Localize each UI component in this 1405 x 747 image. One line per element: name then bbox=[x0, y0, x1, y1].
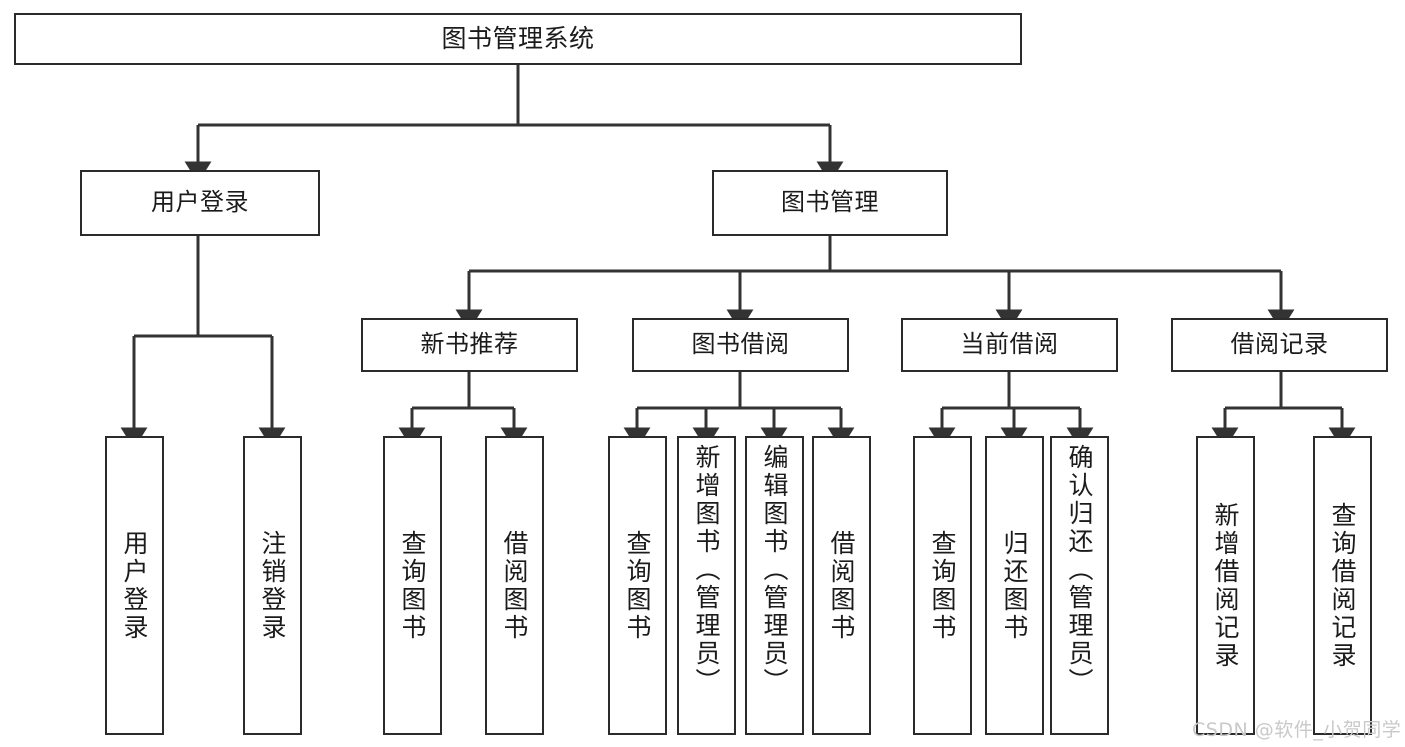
node-label: 编辑图书（管理员） bbox=[760, 444, 789, 696]
node-label: 借阅图书 bbox=[827, 529, 856, 642]
node-user-login[interactable]: 用户登录 bbox=[80, 170, 320, 236]
node-leaf-add-book[interactable]: 新增图书（管理员） bbox=[677, 436, 736, 735]
csdn-watermark: CSDN @软件_小贺同学 bbox=[1192, 719, 1402, 741]
node-new-book-recommend[interactable]: 新书推荐 bbox=[361, 318, 578, 372]
node-leaf-borrow-book-recommend[interactable]: 借阅图书 bbox=[485, 436, 544, 735]
node-leaf-query-book-recommend[interactable]: 查询图书 bbox=[383, 436, 442, 735]
node-label: 新增图书（管理员） bbox=[692, 444, 721, 696]
node-leaf-add-borrow-record[interactable]: 新增借阅记录 bbox=[1196, 436, 1255, 735]
node-label: 查询借阅记录 bbox=[1328, 501, 1357, 670]
node-leaf-edit-book[interactable]: 编辑图书（管理员） bbox=[745, 436, 804, 735]
node-leaf-query-book-borrow[interactable]: 查询图书 bbox=[608, 436, 667, 735]
node-label: 新增借阅记录 bbox=[1211, 501, 1240, 670]
node-label: 图书管理系统 bbox=[441, 23, 595, 53]
node-label: 当前借阅 bbox=[960, 330, 1059, 359]
node-borrow-record[interactable]: 借阅记录 bbox=[1171, 318, 1388, 372]
node-root-system[interactable]: 图书管理系统 bbox=[14, 13, 1022, 65]
node-label: 新书推荐 bbox=[420, 330, 519, 359]
node-label: 用户登录 bbox=[151, 188, 249, 217]
node-label: 确认归还（管理员） bbox=[1065, 444, 1094, 696]
node-label: 查询图书 bbox=[398, 529, 427, 642]
node-label: 查询图书 bbox=[928, 529, 957, 642]
node-label: 图书借阅 bbox=[691, 330, 790, 359]
node-current-borrow[interactable]: 当前借阅 bbox=[901, 318, 1118, 372]
node-leaf-borrow-book[interactable]: 借阅图书 bbox=[812, 436, 871, 735]
node-leaf-logout-login[interactable]: 注销登录 bbox=[243, 436, 302, 735]
node-label: 注销登录 bbox=[258, 529, 287, 642]
node-label: 借阅图书 bbox=[500, 529, 529, 642]
node-label: 借阅记录 bbox=[1230, 330, 1329, 359]
node-label: 图书管理 bbox=[781, 188, 879, 217]
node-leaf-query-book-current[interactable]: 查询图书 bbox=[913, 436, 972, 735]
node-book-manage[interactable]: 图书管理 bbox=[712, 170, 948, 236]
node-label: 查询图书 bbox=[623, 529, 652, 642]
node-label: 用户登录 bbox=[120, 529, 149, 642]
node-leaf-query-borrow-record[interactable]: 查询借阅记录 bbox=[1313, 436, 1372, 735]
node-leaf-user-login[interactable]: 用户登录 bbox=[105, 436, 164, 735]
node-book-borrow[interactable]: 图书借阅 bbox=[632, 318, 849, 372]
node-leaf-return-book[interactable]: 归还图书 bbox=[985, 436, 1044, 735]
node-label: 归还图书 bbox=[1000, 529, 1029, 642]
node-leaf-confirm-return[interactable]: 确认归还（管理员） bbox=[1050, 436, 1109, 735]
